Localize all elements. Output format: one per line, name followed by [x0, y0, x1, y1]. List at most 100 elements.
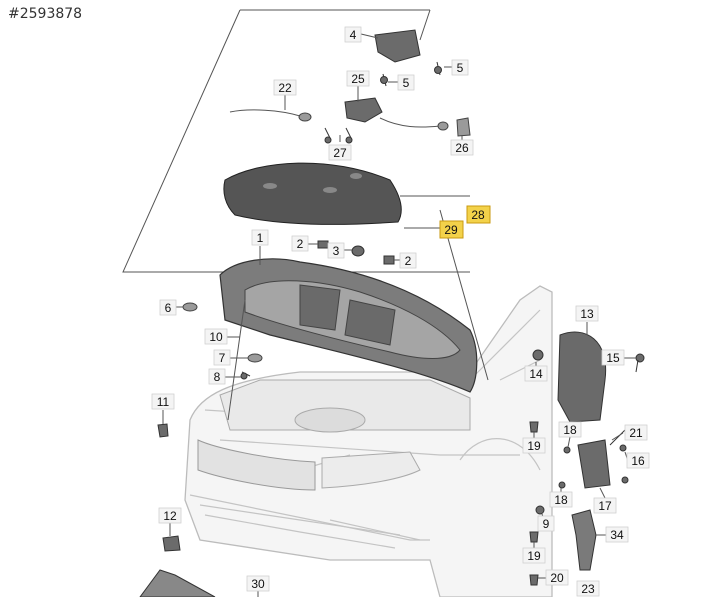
svg-text:21: 21	[629, 426, 643, 440]
svg-text:30: 30	[251, 577, 265, 591]
label-8: 8	[208, 368, 226, 385]
label-13: 13	[575, 305, 599, 322]
svg-text:28: 28	[471, 208, 485, 222]
exploded-view-frame	[122, 9, 470, 273]
svg-text:6: 6	[165, 301, 172, 315]
svg-text:16: 16	[631, 454, 645, 468]
label-26: 26	[450, 139, 474, 156]
label-15: 15	[601, 349, 625, 366]
clip-19a	[529, 421, 539, 433]
label-1: 1	[251, 229, 269, 246]
label-22: 22	[273, 79, 297, 96]
bonnet-insulation-mat	[223, 162, 402, 225]
label-21: 21	[624, 424, 648, 441]
svg-text:3: 3	[333, 244, 340, 258]
label-12: 12	[158, 507, 182, 524]
clip-11	[157, 423, 169, 438]
screw-15	[635, 353, 645, 373]
label-6: 6	[159, 299, 177, 316]
label-2a: 2	[291, 235, 309, 252]
svg-text:2: 2	[405, 254, 412, 268]
svg-text:4: 4	[350, 28, 357, 42]
svg-text:13: 13	[580, 307, 594, 321]
svg-text:29: 29	[444, 223, 458, 237]
svg-text:27: 27	[333, 146, 347, 160]
svg-text:34: 34	[610, 528, 624, 542]
svg-text:10: 10	[209, 330, 223, 344]
panel-30	[139, 569, 216, 597]
svg-text:14: 14	[529, 367, 543, 381]
wheel-arch-liner-13	[557, 331, 607, 423]
clip-9	[535, 505, 545, 515]
label-16: 16	[626, 452, 650, 469]
nut-18a	[563, 446, 571, 454]
label-17: 17	[593, 497, 617, 514]
bolts-5	[380, 61, 442, 87]
gas-strut-10	[227, 299, 246, 421]
label-9: 9	[537, 515, 555, 532]
bolt-8	[240, 371, 251, 380]
label-10: 10	[204, 328, 228, 345]
clip-2a	[317, 240, 329, 249]
nut-18b	[558, 481, 566, 489]
bumper-7	[247, 353, 263, 363]
label-18b: 18	[549, 491, 573, 508]
bolts-27	[324, 127, 353, 144]
catalog-id: #2593878	[8, 6, 83, 22]
label-27: 27	[328, 144, 352, 161]
svg-text:17: 17	[598, 499, 612, 513]
label-18a: 18	[558, 421, 582, 438]
label-20: 20	[545, 569, 569, 586]
svg-text:19: 19	[527, 439, 541, 453]
svg-text:20: 20	[550, 571, 564, 585]
bolt-21	[609, 429, 626, 446]
bracket-17	[577, 439, 611, 489]
svg-text:2: 2	[297, 237, 304, 251]
clips-16	[619, 444, 629, 484]
svg-text:9: 9	[543, 517, 550, 531]
svg-text:22: 22	[278, 81, 292, 95]
svg-text:25: 25	[351, 72, 365, 86]
label-29: 29	[439, 220, 464, 239]
svg-text:18: 18	[563, 423, 577, 437]
clip-14	[532, 349, 544, 361]
radiator-grille	[197, 439, 316, 491]
clip-19b	[529, 531, 539, 543]
label-25: 25	[346, 70, 370, 87]
label-7: 7	[213, 349, 231, 366]
label-14: 14	[524, 365, 548, 382]
svg-text:19: 19	[527, 549, 541, 563]
label-11: 11	[151, 393, 175, 410]
svg-text:5: 5	[457, 61, 464, 75]
svg-text:11: 11	[157, 395, 170, 409]
label-28: 28	[466, 205, 491, 224]
label-3: 3	[327, 242, 345, 259]
svg-text:1: 1	[257, 231, 264, 245]
bracket-26	[456, 117, 471, 137]
svg-text:18: 18	[554, 493, 568, 507]
label-5b: 5	[397, 74, 415, 91]
label-5a: 5	[451, 59, 469, 76]
label-4: 4	[344, 26, 362, 43]
lock-assembly	[344, 97, 383, 123]
buffer-6	[182, 302, 198, 312]
screw-20	[529, 574, 539, 586]
label-2b: 2	[399, 252, 417, 269]
clip-2b	[383, 255, 395, 265]
buffer-3	[351, 245, 365, 257]
bonnet	[219, 258, 478, 393]
lock-top	[374, 29, 421, 63]
svg-text:12: 12	[163, 509, 177, 523]
car-body	[184, 285, 553, 597]
svg-text:5: 5	[403, 76, 410, 90]
clip-12	[162, 535, 181, 552]
release-cable	[229, 109, 449, 131]
svg-text:7: 7	[219, 351, 226, 365]
svg-text:23: 23	[581, 582, 595, 596]
label-19a: 19	[522, 437, 546, 454]
label-34: 34	[605, 526, 629, 543]
label-30: 30	[246, 575, 270, 592]
engine-bay	[219, 379, 471, 431]
seal-34	[571, 509, 597, 571]
